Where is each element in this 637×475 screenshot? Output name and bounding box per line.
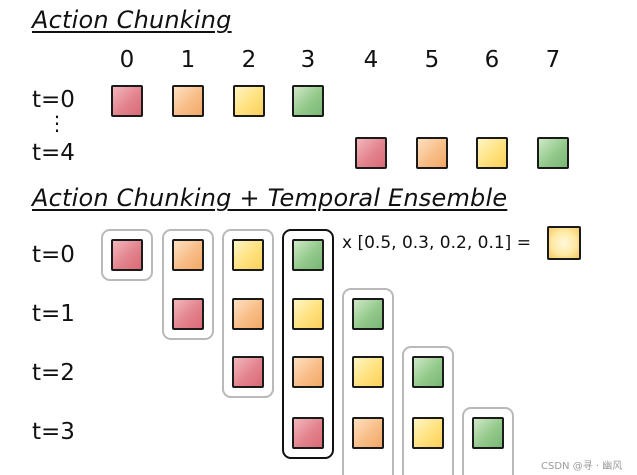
s2-action-green-t0-col3 [292,239,324,271]
column-number-7: 7 [545,47,561,73]
s2-row-label-t1: t=1 [32,301,75,327]
column-number-0: 0 [119,47,135,73]
s2-row-label-t0: t=0 [32,242,75,268]
s2-action-green-t1-col4 [352,298,384,330]
watermark: CSDN @寻 · 幽风 [541,461,623,472]
column-number-1: 1 [180,47,196,73]
s1-action-red-row1-col4 [355,137,387,169]
s1-action-orange-row0-col1 [172,85,204,117]
column-group-outline-4 [342,288,394,475]
column-number-6: 6 [484,47,500,73]
s2-action-red-t0-col0 [111,239,143,271]
s2-row-label-t3: t=3 [32,419,75,445]
section1-title: Action Chunking [32,6,232,34]
s2-action-red-t3-col3 [292,417,324,449]
column-number-3: 3 [300,47,316,73]
s2-action-yellow-t2-col4 [352,356,384,388]
s2-action-green-t3-col6 [472,417,504,449]
s1-action-orange-row1-col5 [416,137,448,169]
column-group-outline-6 [462,407,514,475]
s1-action-yellow-row1-col6 [476,137,508,169]
s1-action-green-row0-col3 [292,85,324,117]
column-number-2: 2 [241,47,257,73]
s2-action-orange-t1-col2 [232,298,264,330]
s2-action-orange-t2-col3 [292,356,324,388]
s1-row-label-t0: t=0 [32,87,75,113]
section2-title: Action Chunking + Temporal Ensemble [32,184,508,212]
column-group-outline-5 [402,346,454,475]
column-number-4: 4 [363,47,379,73]
s2-action-orange-t3-col4 [352,417,384,449]
ensemble-formula: x [0.5, 0.3, 0.2, 0.1] = [342,233,531,253]
s2-action-red-t1-col1 [172,298,204,330]
column-number-5: 5 [424,47,440,73]
s2-action-yellow-t1-col3 [292,298,324,330]
highlighted-column-outline [282,229,334,459]
vertical-ellipsis: ⋮ [47,111,67,135]
ensemble-result-square [547,226,581,260]
s1-row-label-t4: t=4 [32,140,75,166]
s1-action-green-row1-col7 [537,137,569,169]
s2-action-red-t2-col2 [232,356,264,388]
s2-row-label-t2: t=2 [32,360,75,386]
column-group-outline-0 [101,229,153,281]
s1-action-red-row0-col0 [111,85,143,117]
column-group-outline-1 [162,229,214,340]
s2-action-yellow-t3-col5 [412,417,444,449]
s2-action-yellow-t0-col2 [232,239,264,271]
s1-action-yellow-row0-col2 [233,85,265,117]
column-group-outline-2 [222,229,274,398]
s2-action-green-t2-col5 [412,356,444,388]
s2-action-orange-t0-col1 [172,239,204,271]
